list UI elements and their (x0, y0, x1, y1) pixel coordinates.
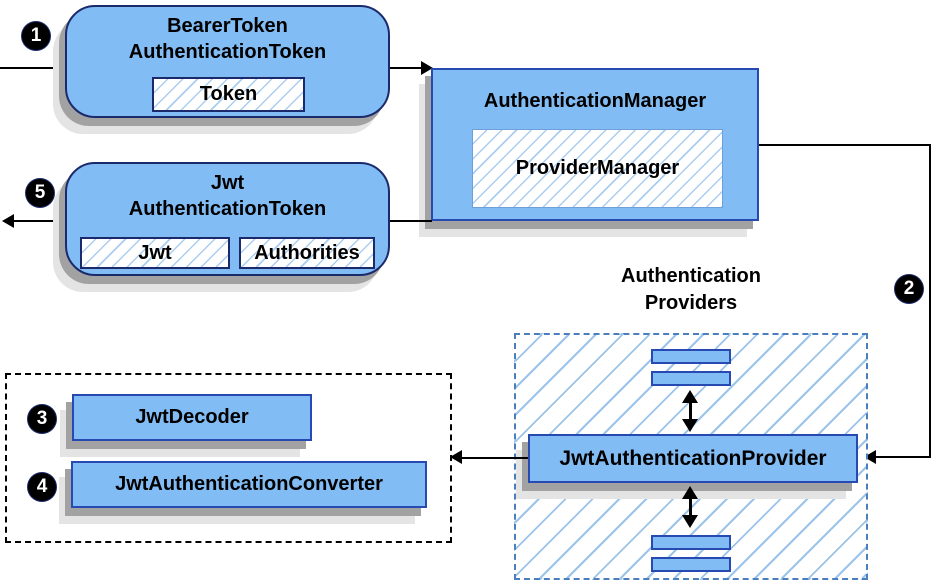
jwt-decoder-label: JwtDecoder (135, 406, 249, 428)
step-3-number: 3 (36, 408, 48, 429)
arrow-down-head-icon (682, 419, 698, 432)
step-2-route-vertical-line (929, 144, 931, 457)
step-1-badge: 1 (22, 22, 50, 50)
authentication-manager-node: AuthenticationManager ProviderManager (431, 68, 759, 221)
bearer-token-title-line2: AuthenticationToken (128, 41, 327, 63)
provider-to-decoder-line (462, 457, 528, 459)
jwt-authentication-provider-node: JwtAuthenticationProvider (528, 434, 858, 483)
jwt-authentication-converter-label: JwtAuthenticationConverter (115, 473, 383, 495)
step-1-number: 1 (30, 25, 42, 46)
bearer-token-node-title: BearerToken AuthenticationToken (67, 13, 388, 65)
bearer-token-title-line1: BearerToken (167, 15, 288, 37)
step-2-route-bottom-line (876, 456, 931, 458)
arrow-shaft (689, 401, 692, 421)
step-4-badge: 4 (28, 473, 56, 501)
arrow-down-head-icon (682, 515, 698, 528)
arrow-up-head-icon (682, 486, 698, 499)
step-2-badge: 2 (895, 275, 923, 303)
token-inner-box: Token (152, 77, 305, 112)
authorities-label: Authorities (254, 241, 360, 264)
jwt-authentication-token-node: Jwt AuthenticationToken Jwt Authorities (65, 162, 390, 276)
provider-stack-top-bar-2 (651, 371, 731, 386)
provider-bottom-double-arrow-icon (682, 486, 698, 528)
manager-to-jwt-token-line (390, 220, 432, 222)
provider-stack-bottom-bar-2 (651, 557, 731, 572)
outgoing-result-arrowhead-icon (2, 214, 14, 228)
outgoing-result-line (13, 220, 65, 222)
arrow-shaft (689, 497, 692, 517)
provider-stack-bottom-bar-1 (651, 535, 731, 550)
step-2-number: 2 (903, 278, 915, 299)
step-5-badge: 5 (26, 179, 54, 207)
jwt-authentication-converter-node: JwtAuthenticationConverter (71, 461, 427, 508)
provider-stack-top-bar-1 (651, 349, 731, 364)
provider-manager-inner-box: ProviderManager (472, 129, 723, 208)
incoming-request-line (0, 67, 65, 69)
jwt-decoder-node: JwtDecoder (72, 394, 312, 441)
step-5-number: 5 (34, 182, 46, 203)
jwt-inner-box: Jwt (80, 237, 230, 269)
token-label: Token (199, 83, 258, 105)
provider-to-decoder-arrowhead-icon (450, 450, 462, 464)
jwt-label: Jwt (138, 241, 172, 264)
bearer-token-authentication-token-node: BearerToken AuthenticationToken Token (65, 5, 390, 118)
decoder-converter-group-box (5, 373, 452, 543)
step-4-number: 4 (36, 476, 48, 497)
providers-label-line2: Providers (644, 292, 738, 314)
jwt-token-title-line2: AuthenticationToken (128, 198, 327, 220)
bearer-to-manager-line (390, 67, 423, 69)
jwt-authentication-provider-label: JwtAuthenticationProvider (559, 446, 827, 470)
provider-top-double-arrow-icon (682, 390, 698, 432)
step-3-badge: 3 (28, 405, 56, 433)
authentication-providers-group-label: Authentication Providers (514, 263, 868, 317)
authentication-manager-title: AuthenticationManager (483, 90, 707, 112)
jwt-token-title-line1: Jwt (210, 172, 245, 194)
bearer-to-manager-arrowhead-icon (421, 61, 433, 75)
step-2-route-top-line (759, 144, 931, 146)
arrow-up-head-icon (682, 390, 698, 403)
provider-manager-label: ProviderManager (515, 157, 680, 179)
jwt-token-node-title: Jwt AuthenticationToken (67, 170, 388, 222)
authorities-inner-box: Authorities (239, 237, 375, 269)
providers-label-line1: Authentication (621, 265, 761, 287)
